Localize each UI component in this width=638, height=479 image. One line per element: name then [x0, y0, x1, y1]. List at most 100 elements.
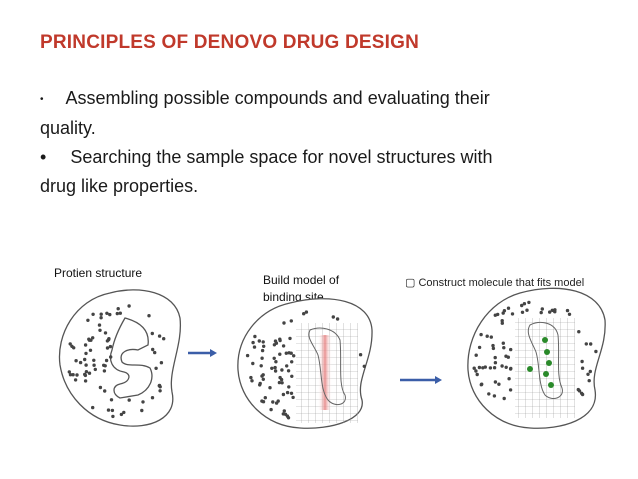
- atom-dot: [282, 409, 286, 413]
- arrow-icon: [400, 376, 442, 384]
- atom-dot: [99, 316, 103, 320]
- atom-dot: [506, 355, 510, 359]
- atom-dot: [154, 366, 158, 370]
- constructed-molecule-diagram: [467, 287, 606, 429]
- atom-dot: [273, 339, 278, 343]
- atom-dot: [509, 347, 513, 352]
- atom-dot: [91, 336, 95, 340]
- build-model-label-line1: Build model of: [263, 273, 340, 287]
- atom-dot: [261, 373, 265, 377]
- atom-dot: [260, 356, 264, 360]
- atom-dot: [506, 306, 511, 310]
- atom-dot: [268, 386, 272, 390]
- atom-dot: [98, 328, 102, 332]
- atom-dot: [84, 363, 88, 367]
- atom-dot: [508, 367, 513, 371]
- atom-dot: [261, 377, 265, 381]
- atom-dot: [151, 347, 155, 352]
- atom-dot: [269, 407, 273, 412]
- atom-dot: [84, 370, 89, 374]
- atom-dot: [304, 310, 309, 314]
- atom-dot: [335, 317, 340, 321]
- atom-dot: [278, 337, 282, 341]
- atom-dot: [290, 360, 294, 364]
- atom-dot: [477, 345, 482, 350]
- atom-dot: [291, 395, 295, 400]
- atom-dot: [362, 364, 366, 368]
- atom-dot: [358, 353, 363, 357]
- atom-dot: [280, 381, 284, 385]
- atom-dot: [580, 392, 585, 397]
- atom-dot: [474, 353, 478, 357]
- atom-dot: [103, 364, 107, 368]
- atom-dot: [477, 365, 482, 370]
- atom-dot: [287, 351, 291, 355]
- atom-dot: [150, 396, 155, 400]
- atom-dot: [507, 377, 511, 381]
- bullet-list: •Assembling possible compounds and evalu…: [40, 84, 630, 201]
- atom-dot: [87, 337, 91, 341]
- atom-dot: [488, 366, 493, 370]
- atom-dot: [118, 311, 123, 315]
- atom-dot: [522, 302, 527, 306]
- atom-dot: [285, 390, 290, 395]
- atom-dot: [584, 342, 588, 346]
- atom-dot: [105, 346, 110, 350]
- atom-dot: [493, 355, 497, 360]
- atom-dot: [86, 318, 90, 322]
- atom-dot: [548, 310, 552, 314]
- bullet-item: •Assembling possible compounds and evalu…: [40, 84, 630, 114]
- atom-dot: [502, 346, 506, 350]
- atom-dot: [493, 380, 498, 384]
- atom-dot: [493, 361, 498, 365]
- atom-dot: [497, 382, 501, 386]
- atom-dot: [594, 349, 598, 354]
- atom-dot: [479, 332, 483, 337]
- atom-dot: [75, 373, 79, 377]
- atom-dot: [109, 398, 114, 402]
- grid-model: [515, 318, 575, 418]
- atom-dot: [140, 408, 144, 413]
- atom-dot: [510, 312, 515, 316]
- atom-dot: [290, 374, 294, 378]
- bullet-icon: •: [40, 93, 44, 105]
- atom-dot: [504, 365, 508, 369]
- atom-dot: [115, 311, 120, 316]
- atom-dot: [83, 373, 88, 378]
- atom-dot: [157, 383, 162, 388]
- atom-dot: [88, 348, 93, 352]
- atom-dot: [520, 303, 524, 308]
- atom-dot: [271, 400, 275, 404]
- atom-dot: [272, 356, 276, 360]
- atom-dot: [253, 334, 257, 339]
- atom-dot: [251, 340, 255, 345]
- atom-dot: [500, 321, 504, 325]
- atom-dot: [278, 375, 282, 380]
- atom-dot: [162, 337, 166, 341]
- atom-dot: [292, 354, 296, 358]
- atom-dot: [270, 366, 274, 370]
- atom-dot: [580, 366, 585, 370]
- atom-dot: [107, 337, 111, 341]
- atom-dot: [252, 345, 257, 349]
- atom-dot: [500, 319, 504, 323]
- atom-dot: [527, 300, 531, 305]
- atom-dot: [106, 408, 111, 412]
- atom-dot: [496, 312, 500, 317]
- atom-dot: [259, 364, 263, 368]
- atom-dot: [502, 396, 506, 401]
- atom-dot: [91, 405, 95, 410]
- atom-dot: [286, 416, 291, 420]
- atom-dot: [105, 311, 109, 315]
- atom-dot: [103, 389, 107, 393]
- bullet-icon: •: [40, 146, 47, 167]
- atom-dot: [68, 342, 72, 346]
- atom-dot: [280, 368, 284, 372]
- atom-dot: [92, 363, 96, 367]
- atom-dot: [472, 366, 476, 370]
- atom-dot: [501, 341, 505, 345]
- atom-dot: [289, 319, 293, 323]
- atom-dot: [110, 408, 115, 413]
- atom-dot: [99, 312, 103, 316]
